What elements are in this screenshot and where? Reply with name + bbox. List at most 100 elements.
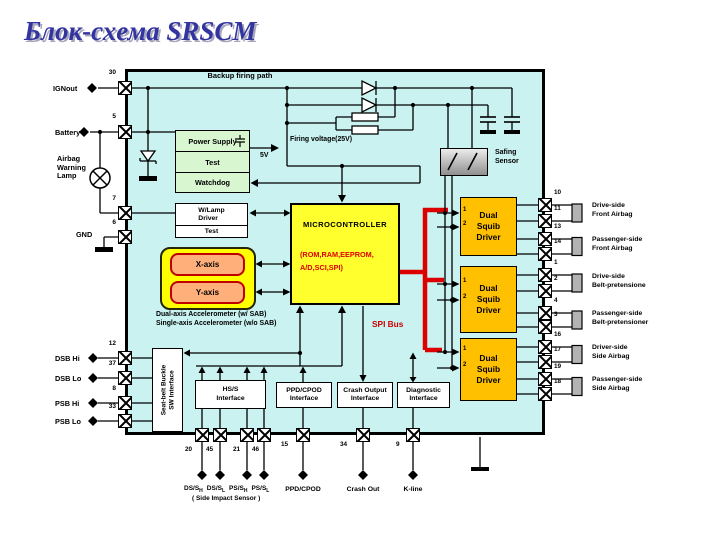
hss-interface: HS/S Interface bbox=[195, 380, 266, 409]
warning-lamp-icon bbox=[89, 167, 111, 189]
capacitor-icon bbox=[235, 135, 245, 147]
pin-num: 7 bbox=[112, 195, 116, 202]
safing-switch-icon bbox=[447, 152, 478, 171]
pin-num: 1 bbox=[554, 259, 558, 266]
pin-box-14 bbox=[538, 247, 552, 261]
pin-box-6 bbox=[118, 230, 132, 244]
k-line-label: K-line bbox=[403, 486, 423, 493]
pin-num: 3 bbox=[554, 311, 558, 318]
psb-lo-label: PSB Lo bbox=[55, 417, 81, 426]
ppd-cpod-interface: PPD/CPOD Interface bbox=[276, 382, 332, 408]
sensor-pin: DS/SL bbox=[206, 485, 226, 494]
pin-box-19 bbox=[538, 372, 552, 386]
squib-driver-3: Dual Squib Driver bbox=[460, 338, 517, 401]
squib-driver-2: Dual Squib Driver bbox=[460, 266, 517, 333]
pin-num: 2 bbox=[554, 275, 558, 282]
pin-box-12 bbox=[118, 351, 132, 365]
crash-output-interface-label: Crash Output Interface bbox=[343, 386, 387, 402]
microcontroller-detail-1: (ROM,RAM,EEPROM, bbox=[300, 250, 374, 259]
pin-box-7 bbox=[118, 206, 132, 220]
pin-num: 30 bbox=[108, 69, 116, 76]
squib3-pin1: 1 bbox=[463, 346, 467, 352]
pin-box-1 bbox=[538, 268, 552, 282]
pin-box-5 bbox=[118, 125, 132, 139]
sensor-pin: DS/SH bbox=[184, 485, 203, 494]
squib2-pin1: 1 bbox=[463, 278, 467, 284]
watchdog-label: Watchdog bbox=[176, 172, 249, 192]
hss-interface-label: HS/S Interface bbox=[216, 386, 245, 402]
crash-out-label: Crash Out bbox=[346, 486, 380, 493]
pin-num: 46 bbox=[252, 446, 260, 453]
ground-icon bbox=[95, 130, 520, 471]
pin-box-17 bbox=[538, 355, 552, 369]
five-v-label: 5V bbox=[260, 152, 269, 159]
airbag-lamp-label: Airbag Warning Lamp bbox=[57, 154, 86, 181]
y-axis-label: Y-axis bbox=[195, 288, 220, 297]
pin-num: 14 bbox=[554, 238, 562, 245]
pin-box-16 bbox=[538, 340, 552, 354]
capacitor-icon bbox=[480, 116, 520, 123]
spi-bus-label: SPI Bus bbox=[372, 319, 404, 329]
side-sensor-pins-label: DS/SH DS/SL PS/SH PS/SL bbox=[184, 485, 270, 494]
zener-diode-icon bbox=[139, 150, 157, 164]
pin-box-11 bbox=[538, 214, 552, 228]
squib-connector bbox=[571, 203, 583, 397]
terminal-diamonds bbox=[79, 83, 418, 480]
pin-box-45 bbox=[213, 428, 227, 442]
squib1-pin2: 2 bbox=[463, 221, 467, 227]
diode-icon bbox=[361, 79, 378, 114]
wlamp-driver-label: W/Lamp Driver bbox=[198, 206, 225, 222]
dsb-lo-label: DSB Lo bbox=[55, 374, 82, 383]
power-supply-block: Power Supply Test Watchdog bbox=[175, 130, 250, 193]
pin-num: 12 bbox=[108, 340, 116, 347]
wlamp-test-label: Test bbox=[176, 225, 247, 237]
squib-driver-1: Dual Squib Driver bbox=[460, 197, 517, 256]
y-axis-sensor: Y-axis bbox=[170, 281, 245, 304]
gnd-label: GND bbox=[76, 230, 93, 239]
squib3-pin2: 2 bbox=[463, 362, 467, 368]
pin-num: 8 bbox=[112, 385, 116, 392]
accel-caption-2: Single-axis Accelerometer (w/o SAB) bbox=[156, 320, 277, 327]
microcontroller-block: MICROCONTROLLER (ROM,RAM,EEPROM, A/D,SCI… bbox=[290, 203, 400, 305]
firing-voltage-label: Firing voltage(25V) bbox=[290, 136, 353, 143]
ppd-cpod-interface-label: PPD/CPOD Interface bbox=[286, 386, 322, 402]
pin-box-18 bbox=[538, 387, 552, 401]
pin-num: 18 bbox=[554, 378, 562, 385]
x-axis-label: X-axis bbox=[195, 260, 220, 269]
safing-sensor-label: Safing Sensor bbox=[495, 149, 519, 165]
pin-num: 33 bbox=[108, 403, 116, 410]
pin-num: 45 bbox=[206, 446, 214, 453]
pin-num: 16 bbox=[554, 331, 562, 338]
pin-box-13 bbox=[538, 232, 552, 246]
sensor-pin: PS/SL bbox=[251, 485, 270, 494]
page-title: Блок-схема SRSCM bbox=[24, 16, 257, 46]
pin-num: 11 bbox=[554, 205, 561, 212]
microcontroller-detail-2: A/D,SCI,SPI) bbox=[300, 263, 343, 272]
pin-box-33 bbox=[118, 414, 132, 428]
pin-num: 34 bbox=[340, 441, 348, 448]
pin-box-8 bbox=[118, 396, 132, 410]
x-axis-sensor: X-axis bbox=[170, 253, 245, 276]
battery-label: Battery bbox=[55, 128, 81, 137]
wlamp-driver-block: W/Lamp Driver Test bbox=[175, 203, 248, 238]
pin-num: 4 bbox=[554, 297, 558, 304]
pin-box-21 bbox=[240, 428, 254, 442]
pin-box-2 bbox=[538, 284, 552, 298]
pin-box-9 bbox=[406, 428, 420, 442]
pin-num: 5 bbox=[112, 113, 116, 120]
arrowheads bbox=[183, 144, 460, 383]
backup-firing-path-label: Backup firing path bbox=[207, 71, 273, 80]
psb-hi-label: PSB Hi bbox=[55, 399, 80, 408]
pin-box-15 bbox=[296, 428, 310, 442]
ppd-cpod-label: PPD/CPOD bbox=[285, 486, 321, 493]
squib-driver-1-label: Dual Squib Driver bbox=[476, 210, 501, 242]
pin-num: 6 bbox=[112, 219, 116, 226]
pin-box-46 bbox=[257, 428, 271, 442]
junction-dots bbox=[97, 85, 475, 371]
